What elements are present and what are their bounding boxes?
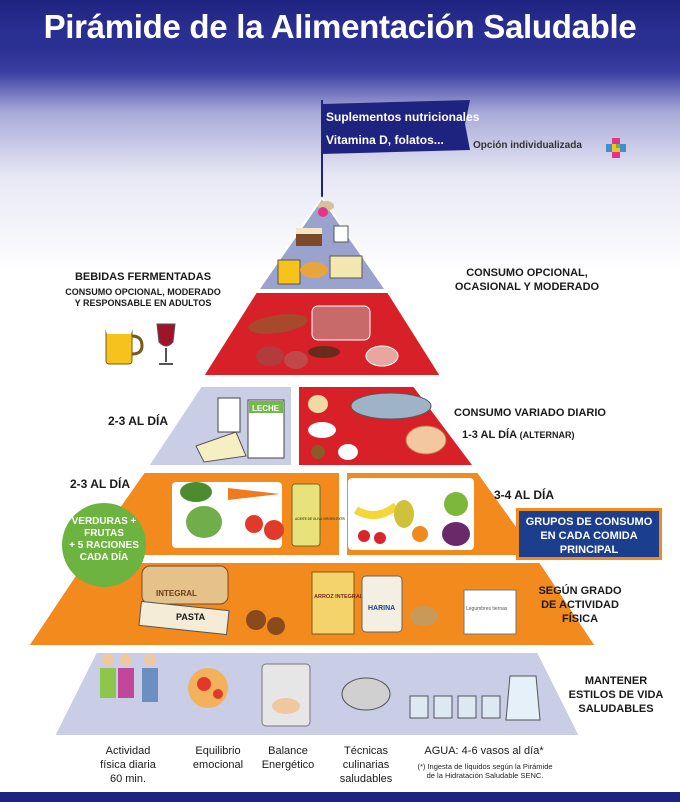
legumes-label: Legumbres tiernas (466, 606, 508, 612)
varied-alternate-note: (ALTERNAR) (519, 430, 575, 440)
fruit-icons (348, 478, 474, 550)
badge-line-1: VERDURAS + (71, 516, 137, 527)
flag-line-2: Vitamina D, folatos... (326, 133, 444, 147)
activity-level-line-2: DE ACTIVIDAD (541, 599, 619, 611)
individual-option-label: Opción individualizada (473, 140, 582, 151)
page-title: Pirámide de la Alimentación Saludable (43, 8, 637, 45)
badge-line-4: CADA DÍA (79, 552, 129, 563)
flour-label: HARINA (368, 605, 395, 612)
badge-line-3: + 5 RACIONES (69, 540, 139, 551)
varied-consumption: CONSUMO VARIADO DIARIO 1-3 AL DÍA (ALTER… (454, 406, 664, 442)
activity-line-3: 60 min. (109, 773, 147, 785)
varied-frequency: 1-3 AL DÍA (462, 429, 517, 441)
optional-line-1: CONSUMO OPCIONAL, (466, 267, 588, 279)
label-physical-activity: Actividad física diaria 60 min. (88, 744, 168, 786)
lifestyle-note: MANTENER ESTILOS DE VIDA SALUDABLES (556, 674, 676, 716)
energy-line-2: Energético (261, 759, 315, 771)
water-footnote: (*) Ingesta de líquidos según la Pirámid… (400, 762, 570, 780)
five-a-day-badge: VERDURAS + FRUTAS + 5 RACIONES CADA DÍA (62, 503, 146, 587)
water-footnote-1: (*) Ingesta de líquidos según la Pirámid… (417, 762, 553, 771)
wine-glass-icon (156, 323, 176, 365)
protein-icons (308, 392, 447, 460)
meat-icons (248, 305, 399, 369)
fermented-title: BEBIDAS FERMENTADAS (74, 271, 212, 283)
emotional-line-1: Equilibrio (195, 745, 241, 757)
label-energy-balance: Balance Energético (248, 744, 328, 772)
optional-line-2: OCASIONAL Y MODERADO (454, 281, 600, 293)
bread-label: INTEGRAL (156, 589, 197, 598)
energy-line-1: Balance (268, 745, 308, 757)
main-groups-line-1: GRUPOS DE CONSUMO (525, 516, 653, 528)
fruit-frequency: 3-4 AL DÍA (494, 488, 555, 502)
main-groups-line-3: PRINCIPAL (559, 544, 619, 556)
badge-line-2: FRUTAS (84, 528, 124, 539)
lifestyle-line-3: SALUDABLES (578, 703, 654, 715)
activity-line-2: física diaria (100, 759, 156, 771)
fermented-drinks-block: BEBIDAS FERMENTADAS CONSUMO OPCIONAL, MO… (58, 270, 228, 309)
activity-level-line-1: SEGÚN GRADO (538, 585, 622, 597)
cooking-line-1: Técnicas (343, 745, 389, 757)
flag (322, 100, 470, 154)
bottom-bar (0, 792, 680, 802)
dairy-frequency: 2-3 AL DÍA (108, 414, 169, 428)
fermented-line-2: Y RESPONSABLE EN ADULTOS (74, 298, 212, 308)
pasta-label: PASTA (176, 612, 206, 622)
optional-consumption: CONSUMO OPCIONAL, OCASIONAL Y MODERADO (432, 266, 622, 294)
activity-level-line-3: FÍSICA (561, 613, 599, 625)
emotional-line-2: emocional (192, 759, 244, 771)
rice-label: ARROZ INTEGRAL (314, 594, 364, 600)
flag-line-1: Suplementos nutricionales (326, 110, 480, 124)
milk-label: LECHE (252, 404, 280, 413)
label-cooking-techniques: Técnicas culinarias saludables (326, 744, 406, 786)
fermented-line-1: CONSUMO OPCIONAL, MODERADO (65, 287, 221, 297)
label-emotional-balance: Equilibrio emocional (178, 744, 258, 772)
activity-line-1: Actividad (105, 745, 151, 757)
activity-level-note: SEGÚN GRADO DE ACTIVIDAD FÍSICA (520, 584, 640, 626)
sweets-icons (277, 201, 363, 285)
lifestyle-line-2: ESTILOS DE VIDA (568, 689, 664, 701)
oil-label: ACEITE DE OLIVA VIRGEN EXTRA (295, 517, 348, 521)
lifestyle-line-1: MANTENER (584, 675, 648, 687)
cooking-line-3: saludables (339, 773, 393, 785)
varied-line-1: CONSUMO VARIADO DIARIO (454, 407, 606, 419)
label-water: AGUA: 4-6 vasos al día* (424, 745, 544, 757)
dairy-icons: LECHE (195, 397, 285, 463)
vegetable-icons: ACEITE DE OLIVA VIRGEN EXTRA (172, 482, 348, 548)
water-footnote-2: de la Hidratación Saludable SENC. (426, 771, 544, 780)
vegetable-frequency: 2-3 AL DÍA (70, 477, 131, 491)
cooking-line-2: culinarias (342, 759, 390, 771)
main-meal-groups-box: GRUPOS DE CONSUMO EN CADA COMIDA PRINCIP… (516, 508, 662, 560)
main-groups-line-2: EN CADA COMIDA (540, 530, 638, 542)
lifestyle-icons (100, 654, 541, 727)
beer-icon (105, 326, 144, 365)
grain-icons: INTEGRAL PASTA ARROZ INTEGRAL HARINA Leg… (138, 565, 517, 636)
plus-cross-icon (606, 138, 626, 158)
